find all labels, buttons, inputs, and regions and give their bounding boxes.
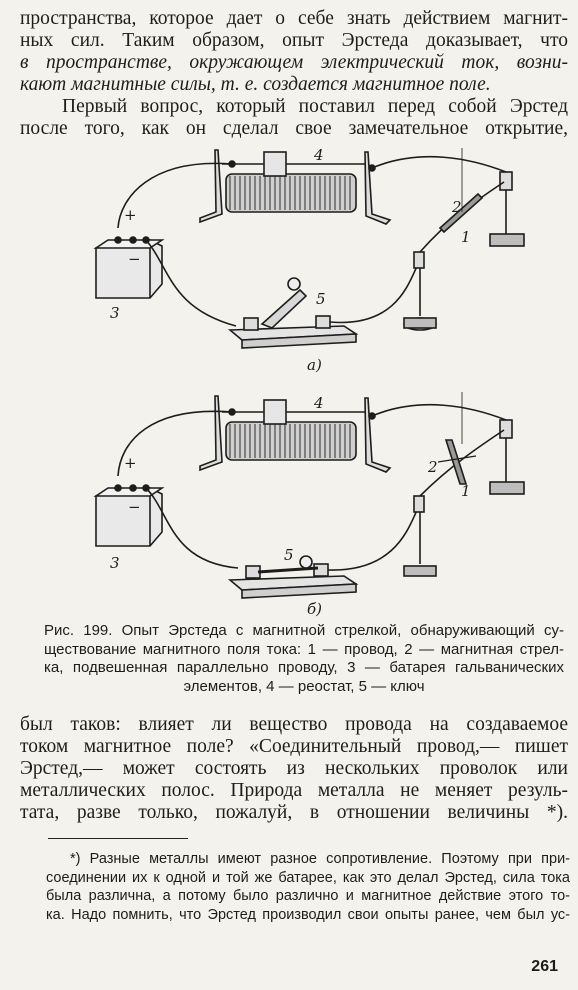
footnote-line: ка. Надо помнить, что Эрстед производил … <box>46 906 570 923</box>
slider <box>263 151 287 177</box>
wire-battery-key <box>145 239 237 327</box>
magnetic-needle <box>438 192 484 234</box>
top-paragraph: пространства, которое дает о себе знать … <box>20 8 568 96</box>
text-line: кают магнитные силы, т. е. создается маг… <box>20 74 568 96</box>
text-line: Эрстед,— может состоять из нескольких пр… <box>20 758 568 779</box>
figure-b: 4 2 1 5 3 + − б) <box>0 392 578 618</box>
label-3: 3 <box>110 554 120 572</box>
footnote: *) Разные металлы имеют разное сопротивл… <box>46 850 570 924</box>
reostat-stand-right <box>364 151 392 225</box>
text-line: в пространстве, окружающем электрический… <box>20 52 568 74</box>
footnote-line: была различна, а потому было различно и … <box>46 888 570 904</box>
text-line: током магнитное поле? «Соединительный пр… <box>20 736 568 757</box>
subfigure-label-b: б) <box>307 600 322 618</box>
text-line: был таков: влияет ли вещество провода на… <box>20 714 568 735</box>
magnetic-needle-deflected <box>444 439 468 485</box>
wire-reostat-battery <box>117 162 233 229</box>
label-3: 3 <box>110 304 120 322</box>
footnote-line: соединении их к одной и той же батарее, … <box>46 869 570 886</box>
wire-key-stand <box>329 259 421 324</box>
subfigure-label-a: а) <box>307 356 322 374</box>
coil-windings <box>229 176 351 210</box>
caption-line: элементов, 4 — реостат, 5 — ключ <box>183 677 425 695</box>
text-line: металлических полос. Природа металла не … <box>20 780 568 801</box>
footnote-divider <box>48 838 188 839</box>
label-5: 5 <box>316 290 326 308</box>
text-line: пространства, которое дает о себе знать … <box>20 8 568 29</box>
wire-reostat-stand <box>371 155 507 173</box>
page-number: 261 <box>531 958 558 975</box>
text-line: после того, как он сделал свое замечател… <box>20 118 568 139</box>
italic-text: в пространстве, окружающем электрический… <box>20 52 568 73</box>
label-4: 4 <box>313 394 324 412</box>
label-4: 4 <box>313 146 324 164</box>
reostat-coil <box>225 173 357 213</box>
text-line: Первый вопрос, который поставил перед со… <box>62 96 568 117</box>
second-paragraph: Первый вопрос, который поставил перед со… <box>20 96 568 140</box>
label-1: 1 <box>461 228 471 246</box>
label-2: 2 <box>427 458 438 476</box>
caption-line: ществование магнитного поля тока: 1 — пр… <box>44 640 564 658</box>
reostat-stand-left <box>199 149 223 224</box>
oersted-setup-a-diagram: 4 2 1 5 3 + − а) <box>93 146 525 374</box>
stand-base-high <box>489 233 525 247</box>
oersted-setup-b-diagram: 4 2 1 5 3 + − б) <box>93 392 525 618</box>
figure-caption: Рис. 199. Опыт Эрстеда с магнитной стрел… <box>44 622 564 696</box>
label-minus: − <box>128 250 141 268</box>
figure-a: 4 2 1 5 3 + − а) <box>0 138 578 378</box>
footnote-line: *) Разные металлы имеют разное сопротивл… <box>70 851 570 867</box>
text-line: тата, разве только, пожалуй, в отношении… <box>20 802 568 823</box>
label-plus: + <box>124 206 137 224</box>
key-lever <box>260 288 308 329</box>
italic-text: кают магнитные силы, т. е. создается маг… <box>20 74 491 95</box>
label-2: 2 <box>451 198 462 216</box>
reostat-coil <box>225 421 357 461</box>
caption-line: ка, подвешенная параллельно проводу, 3 —… <box>44 659 564 676</box>
third-paragraph: был таков: влияет ли вещество провода на… <box>20 714 568 824</box>
key-lever-closed <box>257 566 319 574</box>
label-5: 5 <box>284 546 294 564</box>
caption-line: Рис. 199. Опыт Эрстеда с магнитной стрел… <box>44 622 564 639</box>
text-line: ных сил. Таким образом, опыт Эрстеда док… <box>20 30 568 51</box>
label-1: 1 <box>461 482 471 500</box>
label-plus: + <box>124 454 137 472</box>
label-minus: − <box>128 498 141 516</box>
